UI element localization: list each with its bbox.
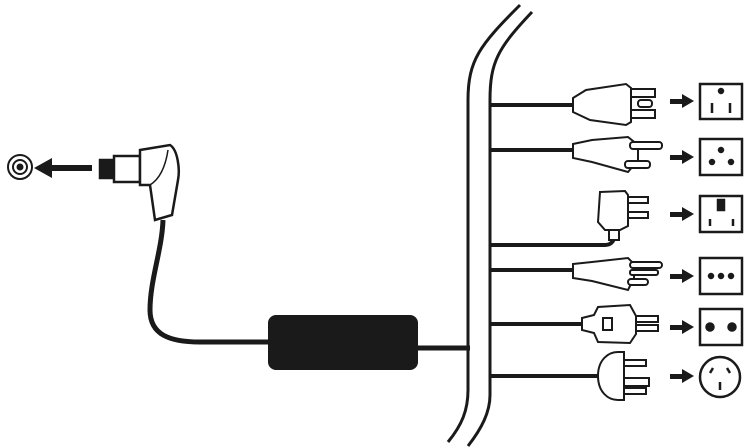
type-i-plug-icon bbox=[596, 351, 650, 401]
arrow-right-icon bbox=[670, 94, 694, 108]
power-brick-icon bbox=[268, 315, 418, 370]
arrow-right-icon bbox=[670, 269, 694, 283]
arrow-right-icon bbox=[670, 150, 694, 164]
dc-jack-icon bbox=[7, 154, 33, 180]
type-b-plug-icon bbox=[572, 82, 656, 127]
dc-barrel-connector-icon bbox=[98, 143, 180, 222]
wall-inner-line bbox=[466, 10, 534, 447]
type-f-socket-icon bbox=[698, 307, 744, 347]
type-l-socket-icon bbox=[698, 256, 744, 296]
type-g-socket-icon bbox=[698, 194, 744, 234]
arrow-right-icon bbox=[670, 207, 694, 221]
cable-3 bbox=[490, 231, 617, 247]
wall-outer-line bbox=[446, 3, 522, 443]
arrow-right-icon bbox=[670, 320, 694, 334]
dc-cable bbox=[147, 219, 270, 345]
type-f-plug-icon bbox=[581, 303, 659, 345]
type-i-socket-icon bbox=[698, 355, 742, 399]
type-d-plug-icon bbox=[572, 135, 663, 174]
type-d-socket-icon bbox=[698, 137, 744, 177]
arrow-right-icon bbox=[670, 369, 694, 383]
type-l-plug-icon bbox=[572, 256, 663, 292]
type-b-socket-icon bbox=[698, 82, 744, 121]
arrow-left-icon bbox=[34, 158, 92, 178]
type-g-plug-icon bbox=[596, 189, 649, 241]
